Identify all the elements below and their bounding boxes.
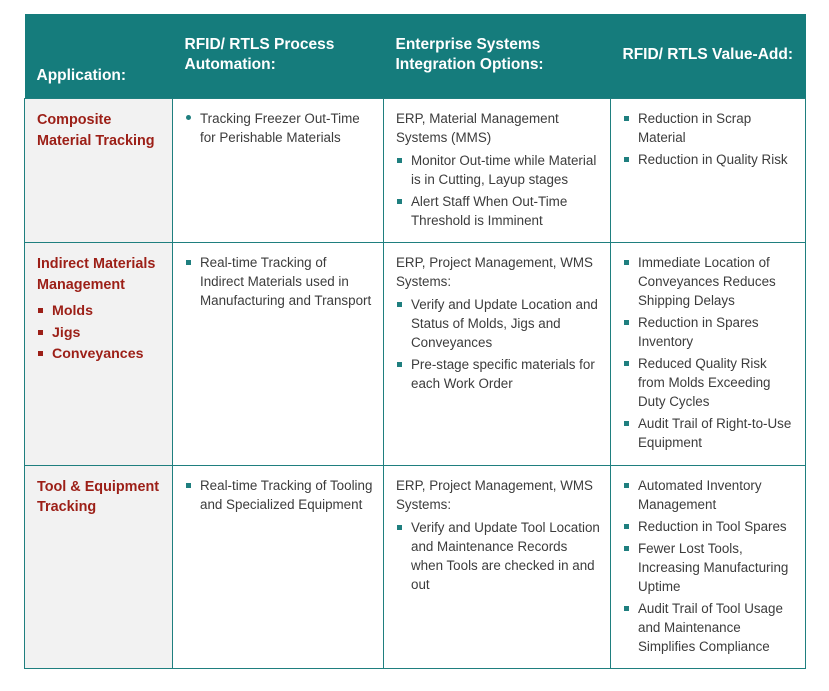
application-cell: Tool & Equipment Tracking [24,464,173,669]
integration-lead: ERP, Material Management Systems (MMS) [396,111,559,146]
integration-list: Verify and Update Tool Location and Main… [396,518,600,594]
integration-list: Monitor Out-time while Material is in Cu… [396,151,600,230]
list-item: Reduction in Scrap Material [623,109,795,147]
value-add-list: Immediate Location of Conveyances Reduce… [623,253,795,452]
list-item: Reduction in Spares Inventory [623,313,795,351]
list-item: Monitor Out-time while Material is in Cu… [396,151,600,189]
list-item: Fewer Lost Tools, Increasing Manufacturi… [623,539,795,596]
process-automation-list: Real-time Tracking of Indirect Materials… [185,253,373,310]
table-row: Composite Material Tracking Tracking Fre… [24,97,806,244]
table-row: Indirect Materials Management Molds Jigs… [24,242,806,466]
value-add-cell: Reduction in Scrap Material Reduction in… [610,97,806,244]
column-header-value-add: RFID/ RTLS Value-Add: [610,14,806,99]
application-title: Composite Material Tracking [37,112,155,149]
rfid-rtls-application-matrix: Application: RFID/ RTLS Process Automati… [24,14,806,669]
value-add-list: Automated Inventory Management Reduction… [623,476,795,656]
list-item: Real-time Tracking of Indirect Materials… [185,253,373,310]
list-item: Verify and Update Location and Status of… [396,295,600,352]
table-body: Composite Material Tracking Tracking Fre… [24,97,806,669]
list-item: Verify and Update Tool Location and Main… [396,518,600,594]
process-automation-list: Real-time Tracking of Tooling and Specia… [185,476,373,514]
process-automation-cell: Real-time Tracking of Indirect Materials… [172,242,384,466]
list-item: Reduction in Tool Spares [623,517,795,536]
value-add-list: Reduction in Scrap Material Reduction in… [623,109,795,169]
process-automation-cell: Tracking Freezer Out-Time for Perishable… [172,97,384,244]
list-item: Immediate Location of Conveyances Reduce… [623,253,795,310]
list-item: Reduced Quality Risk from Molds Exceedin… [623,354,795,411]
list-item: Tracking Freezer Out-Time for Perishable… [185,109,373,147]
integration-lead: ERP, Project Management, WMS Systems: [396,255,593,290]
value-add-cell: Automated Inventory Management Reduction… [610,464,806,669]
process-automation-list: Tracking Freezer Out-Time for Perishable… [185,109,373,147]
integration-cell: ERP, Project Management, WMS Systems: Ve… [383,464,611,669]
integration-cell: ERP, Material Management Systems (MMS) M… [383,97,611,244]
list-item: Molds [37,301,162,322]
list-item: Alert Staff When Out-Time Threshold is I… [396,192,600,230]
integration-cell: ERP, Project Management, WMS Systems: Ve… [383,242,611,466]
application-title: Tool & Equipment Tracking [37,478,160,516]
list-item: Audit Trail of Right-to-Use Equipment [623,414,795,452]
list-item: Real-time Tracking of Tooling and Specia… [185,476,373,514]
header-row: Application: RFID/ RTLS Process Automati… [24,14,806,99]
application-cell: Indirect Materials Management Molds Jigs… [24,242,173,466]
list-item: Audit Trail of Tool Usage and Maintenanc… [623,599,795,656]
application-cell: Composite Material Tracking [24,97,173,244]
list-item: Jigs [37,323,162,344]
application-sub-list: Molds Jigs Conveyances [37,301,162,365]
list-item: Reduction in Quality Risk [623,150,795,169]
list-item: Conveyances [37,344,162,365]
column-header-application: Application: [24,14,173,99]
process-automation-cell: Real-time Tracking of Tooling and Specia… [172,464,384,669]
table-header: Application: RFID/ RTLS Process Automati… [24,14,806,99]
list-item: Automated Inventory Management [623,476,795,514]
application-title: Indirect Materials Management [37,256,156,294]
matrix-table: Application: RFID/ RTLS Process Automati… [24,14,806,669]
integration-lead: ERP, Project Management, WMS Systems: [396,477,593,512]
list-item: Pre-stage specific materials for each Wo… [396,355,600,393]
column-header-process-automation: RFID/ RTLS Process Automation: [172,14,384,99]
column-header-integration-options: Enterprise Systems Integration Options: [383,14,611,99]
table-row: Tool & Equipment Tracking Real-time Trac… [24,464,806,669]
integration-list: Verify and Update Location and Status of… [396,295,600,393]
value-add-cell: Immediate Location of Conveyances Reduce… [610,242,806,466]
